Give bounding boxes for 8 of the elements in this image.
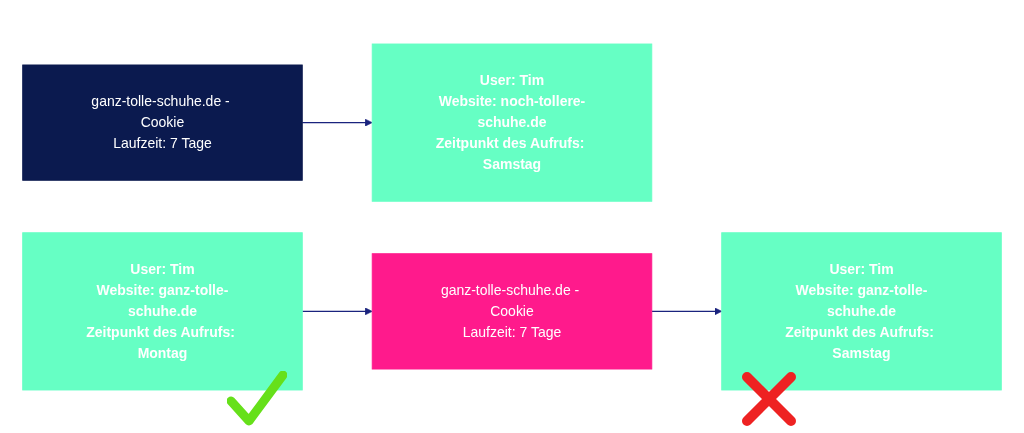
arrow	[651, 307, 723, 315]
node-box: User: Tim Website: ganz-tolle-schuhe.de Zeitpunkt des Aufrufs: Samstag	[721, 231, 1002, 390]
arrow	[301, 307, 373, 315]
arrow	[301, 118, 373, 126]
node-box: User: Tim Website: noch-tollere-schuhe.de Zeitpunkt des Aufrufs: Samstag	[371, 43, 653, 202]
node-box: ganz-tolle-schuhe.de - Cookie Laufzeit: 7 Tage	[371, 252, 653, 369]
node-box: User: Tim Website: ganz-tolle-schuhe.de Zeitpunkt des Aufrufs: Montag	[22, 231, 303, 390]
node-box: ganz-tolle-schuhe.de - Cookie Laufzeit: 7 Tage	[22, 64, 303, 181]
